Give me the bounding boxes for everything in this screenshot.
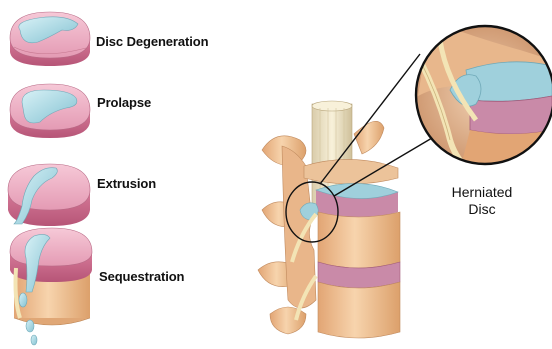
disc-degeneration-illustration [10, 12, 90, 66]
callout-line-1: Herniated [442, 184, 522, 201]
lumbar-spine [258, 101, 400, 338]
callout-line-2: Disc [442, 201, 522, 218]
stage-label-prolapse: Prolapse [97, 95, 151, 110]
herniated-disc-callout: Herniated Disc [442, 184, 522, 218]
prolapse-illustration [10, 84, 90, 138]
extrusion-illustration [8, 164, 90, 226]
stage-label-disc-degeneration: Disc Degeneration [96, 34, 208, 49]
stage-label-extrusion: Extrusion [97, 176, 156, 191]
zoom-inset [416, 20, 552, 170]
stage-label-sequestration: Sequestration [99, 269, 184, 284]
sequestration-illustration [10, 228, 92, 345]
